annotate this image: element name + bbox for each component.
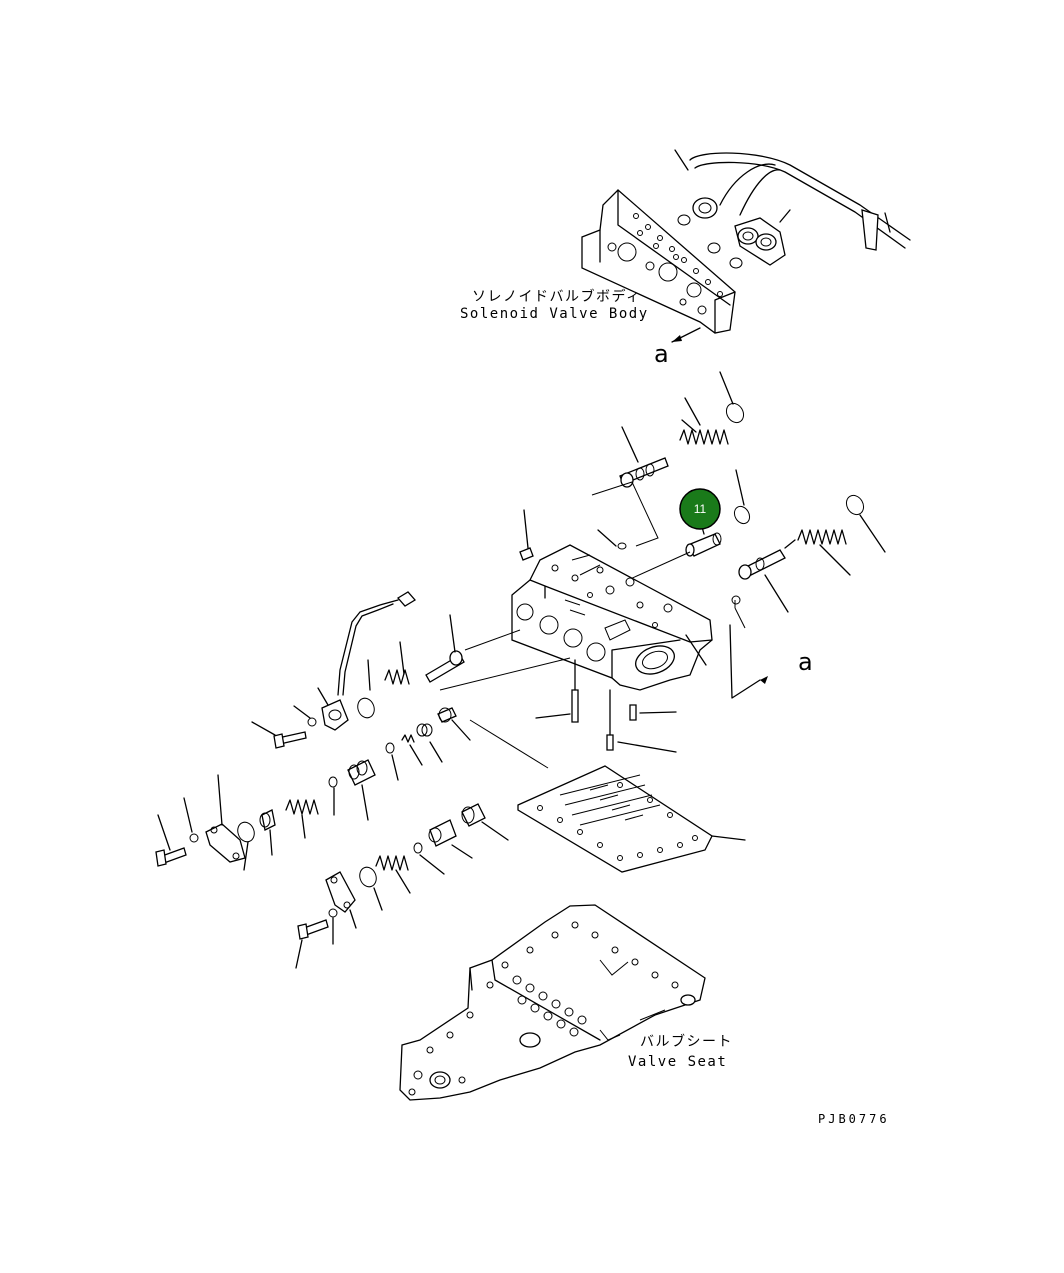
solenoid-label-en: Solenoid Valve Body	[460, 306, 649, 322]
main-valve-body	[511, 509, 768, 699]
valve-seat	[399, 904, 706, 1101]
valve-seat-label-jp: バルブシート	[640, 1033, 733, 1050]
drawing-code: PJB0776	[818, 1112, 890, 1126]
part-11-sleeve	[627, 469, 751, 581]
solenoid-harness	[674, 149, 911, 266]
view-marker-right-label: a	[798, 648, 813, 676]
valve-seat-label-en: Valve Seat	[628, 1054, 727, 1070]
lower-parts	[295, 719, 549, 969]
right-spool-group	[731, 494, 886, 629]
left-mid-parts	[155, 657, 571, 871]
view-marker-top: a	[654, 327, 701, 368]
view-marker-top-label: a	[654, 340, 669, 368]
left-harness	[251, 591, 521, 749]
callout-11[interactable]: 11	[679, 488, 721, 530]
solenoid-valve-body	[581, 189, 743, 334]
separator-plate	[517, 765, 746, 873]
callout-11-circle[interactable]	[679, 488, 721, 530]
solenoid-label-jp: ソレノイドバルブボディ	[472, 288, 642, 305]
callout-11-number[interactable]: 11	[694, 502, 707, 516]
pins	[535, 659, 677, 753]
upper-spool-group	[591, 371, 745, 547]
